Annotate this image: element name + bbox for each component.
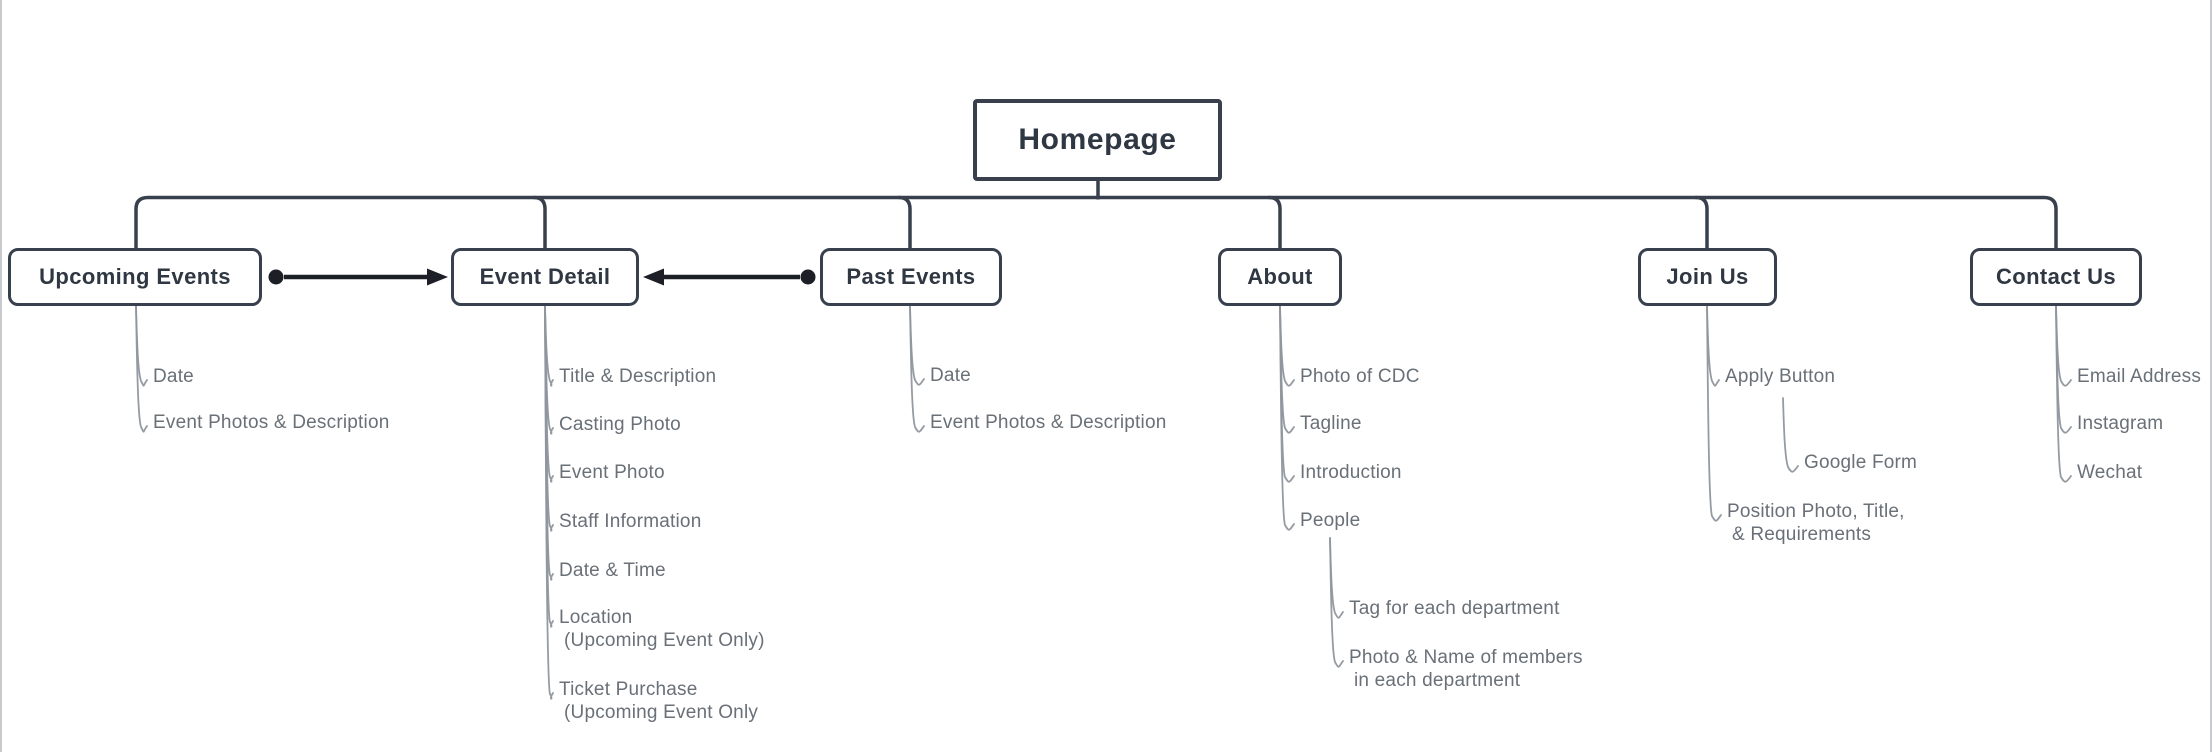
leaf-label[interactable]: Location(Upcoming Event Only) <box>559 606 765 652</box>
leaf-line: Staff Information <box>559 511 702 532</box>
arrow-head <box>643 268 664 286</box>
leaf-label[interactable]: Photo of CDC <box>1300 365 1420 388</box>
node-event-detail[interactable]: Event Detail <box>451 248 639 306</box>
leaf-line: Photo of CDC <box>1300 366 1420 387</box>
leaf-label[interactable]: Tag for each department <box>1349 597 1560 620</box>
trunk-connector <box>134 195 2058 252</box>
leaf-label[interactable]: Ticket Purchase(Upcoming Event Only <box>559 678 758 724</box>
node-join-us[interactable]: Join Us <box>1638 248 1777 306</box>
leaf-line: Title & Description <box>559 366 717 387</box>
node-label: About <box>1247 264 1313 289</box>
leaf-curve-join-us <box>1706 305 1720 387</box>
leaf-line: Event Photo <box>559 462 665 483</box>
leaf-line: Wechat <box>2077 462 2143 483</box>
leaf-label[interactable]: Instagram <box>2077 412 2163 435</box>
arrow-past-events-to-event-detail <box>643 268 816 286</box>
leaf-label[interactable]: Introduction <box>1300 461 1402 484</box>
leaf-line: Instagram <box>2077 413 2164 434</box>
leaf-curve-about <box>1279 305 1295 531</box>
leaf-line: Casting Photo <box>559 414 681 435</box>
leaf-label[interactable]: Staff Information <box>559 510 701 533</box>
subleaf-curve-about <box>1329 537 1344 668</box>
drop-connector-about <box>1267 195 1282 252</box>
leaf-curve-contact-us <box>2055 305 2072 483</box>
node-about[interactable]: About <box>1218 248 1342 306</box>
leaf-line: Position Photo, Title, <box>1727 501 1905 522</box>
leaf-label[interactable]: Date <box>153 365 194 388</box>
leaf-label[interactable]: Casting Photo <box>559 413 681 436</box>
node-homepage[interactable]: Homepage <box>973 99 1222 181</box>
leaf-line: Email Address <box>2077 366 2202 387</box>
drop-connector-event-detail <box>532 195 547 252</box>
leaf-label[interactable]: Title & Description <box>559 365 716 388</box>
leaf-line: Ticket Purchase <box>559 679 698 700</box>
leaf-label[interactable]: Email Address <box>2077 365 2201 388</box>
leaf-line: Google Form <box>1804 452 1918 473</box>
leaf-line: Date & Time <box>559 560 666 581</box>
leaf-curve-event-detail <box>544 305 554 700</box>
node-label: Homepage <box>1018 123 1177 156</box>
leaf-line: Tagline <box>1300 413 1362 434</box>
leaf-line: Location <box>559 607 633 628</box>
leaf-line: (Upcoming Event Only) <box>564 630 765 651</box>
leaf-label[interactable]: Apply Button <box>1725 365 1835 388</box>
node-upcoming-events[interactable]: Upcoming Events <box>8 248 262 306</box>
leaf-line: (Upcoming Event Only <box>564 702 759 723</box>
node-label: Contact Us <box>1995 264 2117 289</box>
leaf-label[interactable]: Position Photo, Title,& Requirements <box>1727 500 1905 546</box>
leaf-label[interactable]: Event Photos & Description <box>153 411 389 434</box>
leaf-label[interactable]: Date <box>930 364 971 387</box>
leaf-label[interactable]: Google Form <box>1804 451 1917 474</box>
leaf-label[interactable]: Event Photo <box>559 461 665 484</box>
leaf-line: & Requirements <box>1732 524 1872 545</box>
leaf-label[interactable]: People <box>1300 509 1360 532</box>
leaf-line: Introduction <box>1300 462 1402 483</box>
arrow-head <box>427 268 448 286</box>
arrow-upcoming-events-to-event-detail <box>268 268 448 286</box>
node-label: Join Us <box>1666 264 1749 289</box>
node-label: Past Events <box>846 264 976 289</box>
arrow-dot <box>800 269 816 285</box>
drop-connector-join-us <box>1694 195 1709 252</box>
leaf-curve-past-events <box>909 305 925 433</box>
drop-connector-past-events <box>897 195 912 252</box>
leaf-line: Tag for each department <box>1349 598 1560 619</box>
leaf-label[interactable]: Wechat <box>2077 461 2142 484</box>
leaf-line: in each department <box>1354 670 1521 691</box>
leaf-line: People <box>1300 510 1361 531</box>
leaf-label[interactable]: Date & Time <box>559 559 666 582</box>
leaf-curve-join-us <box>1706 305 1722 522</box>
leaf-line: Apply Button <box>1725 366 1836 387</box>
leaf-line: Photo & Name of members <box>1349 647 1583 668</box>
leaf-line: Event Photos & Description <box>153 412 390 433</box>
leaf-line: Date <box>153 366 194 387</box>
leaf-label[interactable]: Event Photos & Description <box>930 411 1166 434</box>
leaf-curve-upcoming-events <box>135 305 148 433</box>
node-contact-us[interactable]: Contact Us <box>1970 248 2142 306</box>
node-past-events[interactable]: Past Events <box>820 248 1002 306</box>
subleaf-curve-join-us <box>1782 397 1799 473</box>
node-label: Event Detail <box>479 264 611 289</box>
leaf-line: Date <box>930 365 971 386</box>
arrow-dot <box>268 269 284 285</box>
node-label: Upcoming Events <box>39 264 231 289</box>
leaf-label[interactable]: Tagline <box>1300 412 1362 435</box>
leaf-line: Event Photos & Description <box>930 412 1167 433</box>
